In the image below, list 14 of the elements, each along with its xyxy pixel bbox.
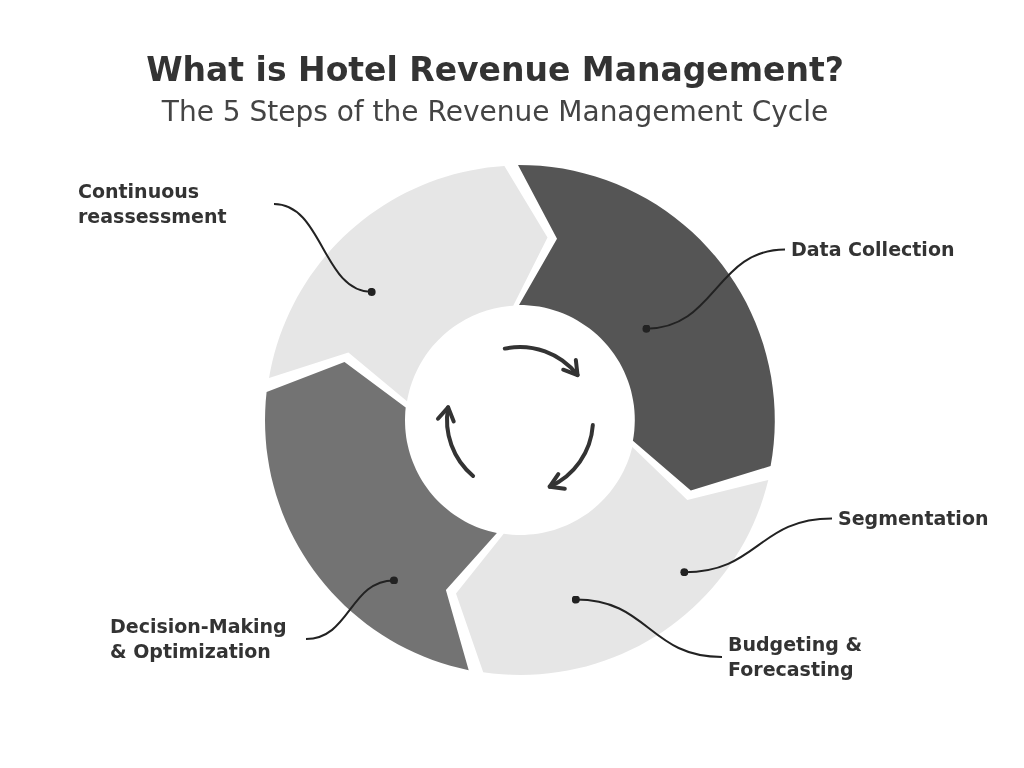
leader-line xyxy=(680,517,833,577)
leader-line xyxy=(305,576,398,640)
leader-line xyxy=(642,248,786,333)
step-label: Decision-Making & Optimization xyxy=(110,614,300,664)
leader-line xyxy=(273,203,376,296)
step-label: Segmentation xyxy=(838,506,989,531)
subtitle: The 5 Steps of the Revenue Management Cycle xyxy=(160,95,830,128)
step-label: Continuous reassessment xyxy=(78,179,268,229)
cycle-arrow-segment xyxy=(268,165,547,401)
cycle-arrow-segment xyxy=(518,165,775,491)
step-label: Budgeting & Forecasting xyxy=(728,632,918,682)
step-label: Data Collection xyxy=(791,237,955,262)
title: What is Hotel Revenue Management? xyxy=(145,50,845,89)
leader-line xyxy=(571,595,723,658)
